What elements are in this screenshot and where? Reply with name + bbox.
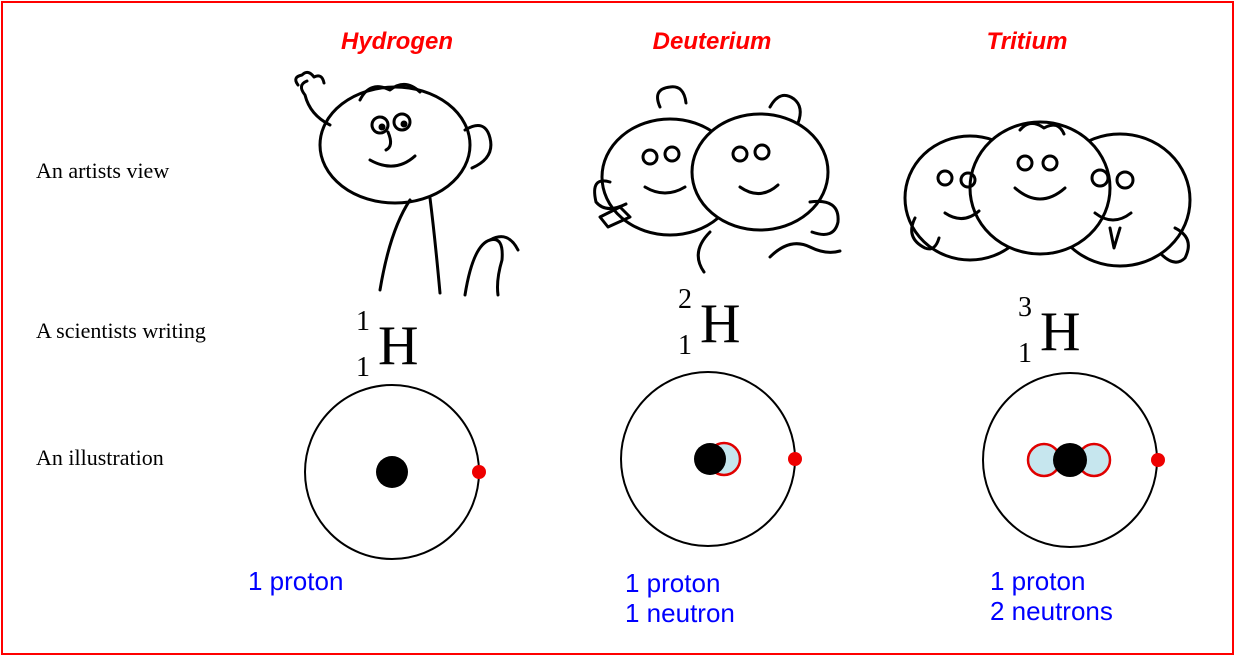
title-tritium: Tritium: [986, 28, 1068, 55]
title-hydrogen: Hydrogen: [340, 28, 453, 55]
row-label-artist: An artists view: [36, 158, 170, 183]
electron: [788, 452, 802, 466]
caption-hydrogen: 1 proton: [248, 566, 343, 596]
hydrogen-cartoon: [294, 70, 520, 297]
tritium-cartoon: [903, 120, 1192, 268]
title-deuterium: Deuterium: [652, 28, 772, 55]
caption-line: 1 neutron: [625, 598, 735, 628]
mass-number: 3: [1018, 292, 1032, 323]
hydrogen-atom: [304, 384, 486, 560]
mass-number: 2: [678, 284, 692, 315]
proton: [694, 443, 726, 475]
element-symbol: H: [378, 315, 419, 377]
deuterium-atom: [620, 371, 802, 547]
caption-line: 1 proton: [248, 566, 344, 596]
element-symbol: H: [700, 293, 741, 355]
tritium-atom: [982, 372, 1165, 548]
caption-line: 1 proton: [990, 566, 1086, 596]
electron: [1151, 453, 1165, 467]
proton: [376, 456, 408, 488]
atomic-number: 1: [356, 352, 370, 383]
row-label-scientist: A scientists writing: [36, 318, 206, 343]
proton: [1053, 443, 1087, 477]
notation-tritium: 3 H 1: [1018, 294, 1138, 394]
caption-line: 2 neutrons: [990, 596, 1113, 626]
row-label-illustration: An illustration: [36, 445, 164, 470]
electron: [472, 465, 486, 479]
element-symbol: H: [1040, 301, 1081, 363]
atomic-number: 1: [1018, 338, 1032, 369]
deuterium-cartoon: [593, 85, 842, 274]
notation-hydrogen: 1 H 1: [356, 308, 476, 408]
caption-tritium: 1 proton 2 neutrons: [990, 566, 1113, 626]
mass-number: 1: [356, 306, 370, 337]
atomic-number: 1: [678, 330, 692, 361]
notation-deuterium: 2 H 1: [678, 286, 798, 386]
caption-deuterium: 1 proton 1 neutron: [625, 568, 735, 628]
caption-line: 1 proton: [625, 568, 721, 598]
